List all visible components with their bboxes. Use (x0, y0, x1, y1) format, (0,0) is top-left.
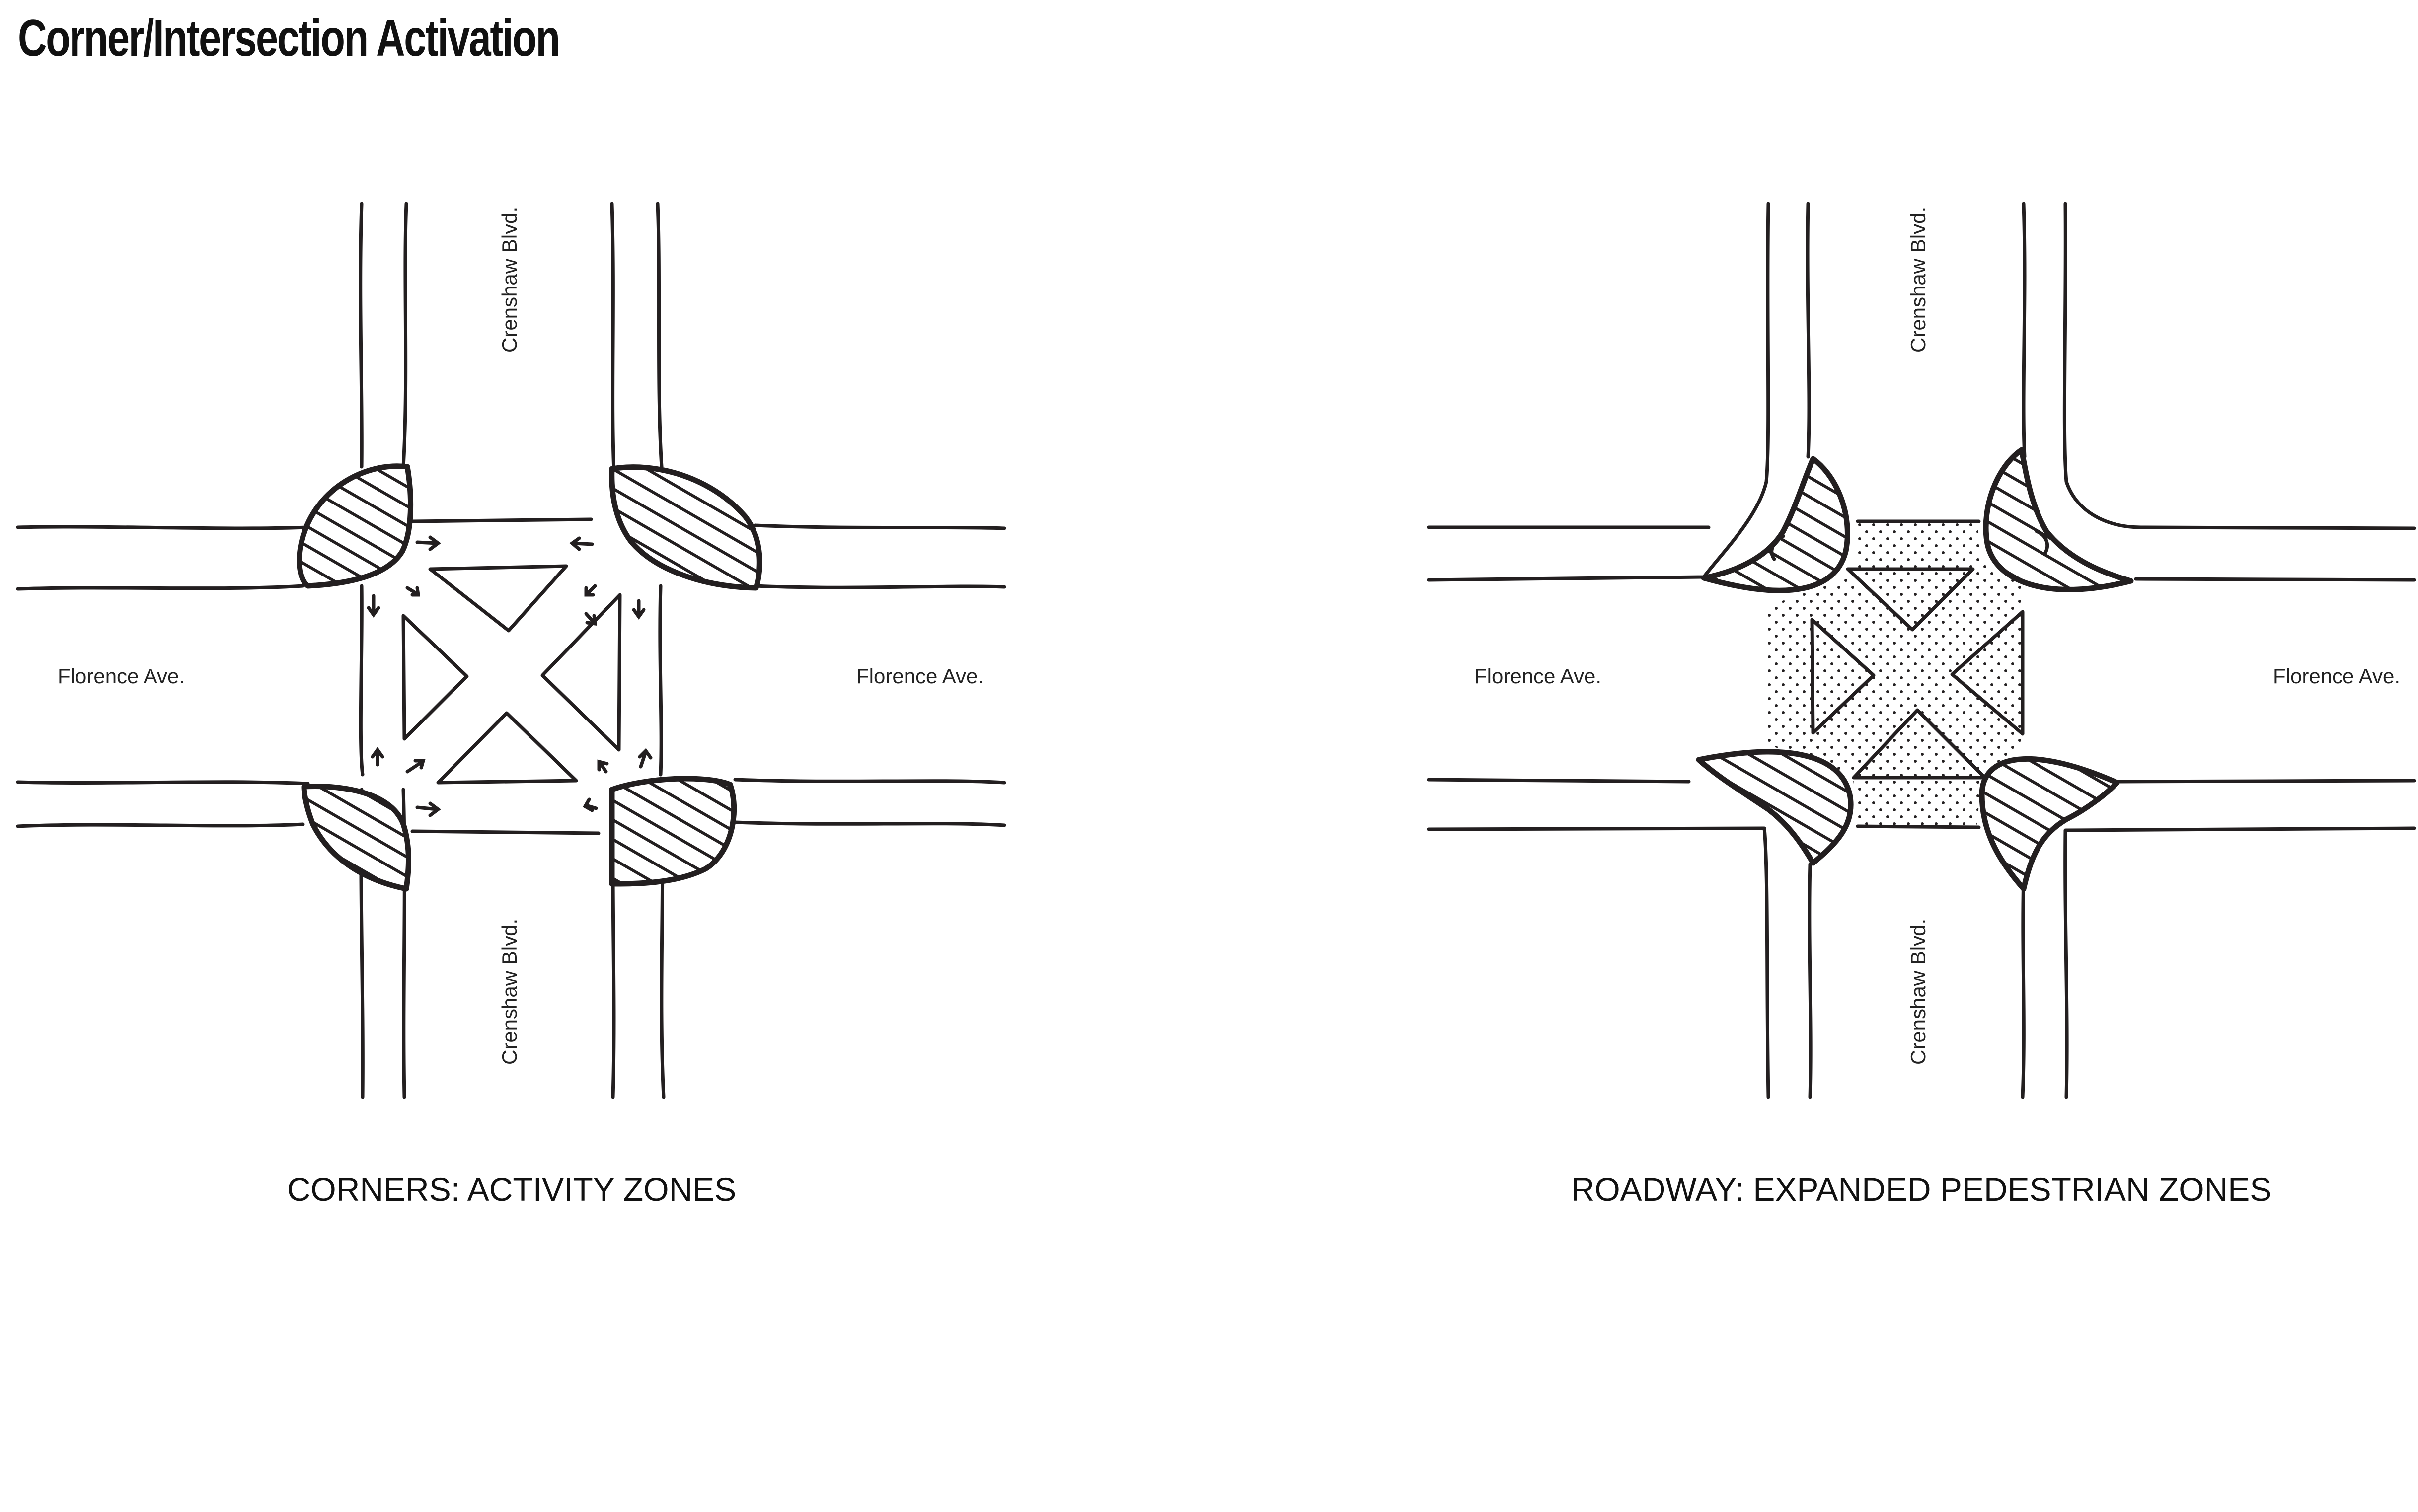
right-island-east (1950, 610, 2025, 736)
left-florence-north-inner-curb (16, 584, 1006, 591)
left-crenshaw-east-outer-curb (656, 202, 666, 1099)
left-crenshaw-east-inner-curb (610, 202, 616, 1099)
left-label-florence-left: Florence Ave. (58, 664, 185, 688)
right-corner-zone-sw (1696, 749, 1854, 866)
left-island-east (540, 593, 622, 752)
right-crenshaw-west-outer-curb (1427, 202, 1770, 582)
left-florence-north-outer-curb (16, 523, 1006, 530)
right-corner-zone-nw (1701, 456, 1850, 593)
right-label-crenshaw-bottom: Crenshaw Blvd. (1906, 919, 1930, 1065)
left-corner-zone-sw (301, 784, 411, 892)
right-intersection-diagram: Crenshaw Blvd. Crenshaw Blvd. Florence A… (1427, 202, 2416, 1208)
right-crenshaw-se-inner (2021, 872, 2026, 1099)
right-crosswalk-south-bottom (1856, 824, 1981, 829)
page-title: Corner/Intersection Activation (18, 9, 560, 67)
right-island-south (1852, 708, 1987, 780)
left-florence-south-inner-curb (16, 778, 1006, 786)
left-crenshaw-west-outer-curb (359, 202, 365, 1099)
right-label-florence-left: Florence Ave. (1474, 664, 1601, 688)
left-florence-south-outer-curb (16, 820, 1006, 828)
right-florence-north-inner-east (2134, 577, 2416, 582)
left-caption: CORNERS: ACTIVITY ZONES (287, 1171, 737, 1208)
left-crosswalk-south (410, 829, 601, 835)
left-crosswalk-north (410, 517, 593, 523)
left-flow-arrows (367, 535, 653, 817)
left-island-north (428, 564, 568, 633)
right-caption: ROADWAY: EXPANDED PEDESTRIAN ZONES (1571, 1171, 2272, 1208)
right-corner-zone-se (1979, 756, 2120, 892)
left-label-florence-right: Florence Ave. (856, 664, 983, 688)
left-corner-zone-nw (297, 463, 414, 589)
left-intersection-diagram: Crenshaw Blvd. Crenshaw Blvd. Florence A… (16, 202, 1006, 1208)
left-corner-zone-ne (609, 464, 762, 591)
right-island-north (1846, 567, 1975, 632)
right-label-florence-right: Florence Ave. (2273, 664, 2400, 688)
left-island-south (436, 711, 578, 785)
right-corner-zone-ne (1983, 447, 2134, 592)
right-label-crenshaw-top: Crenshaw Blvd. (1906, 207, 1930, 353)
right-crenshaw-sw-inner (1808, 862, 1813, 1099)
right-corner-detail-nw (1770, 534, 1785, 561)
left-label-crenshaw-bottom: Crenshaw Blvd. (498, 919, 521, 1065)
right-corner-detail-ne (2035, 529, 2049, 556)
right-crenshaw-east-inner-curb (2022, 202, 2027, 459)
right-crenshaw-east-outer-curb (2062, 202, 2416, 530)
left-label-crenshaw-top: Crenshaw Blvd. (498, 207, 521, 353)
left-corner-zone-se (609, 776, 737, 887)
right-crenshaw-west-inner-curb (1806, 202, 1811, 459)
right-island-west (1810, 618, 1876, 735)
right-florence-south-east (2063, 779, 2416, 1099)
left-island-west (401, 614, 469, 741)
right-florence-south-west (1427, 778, 1770, 1099)
